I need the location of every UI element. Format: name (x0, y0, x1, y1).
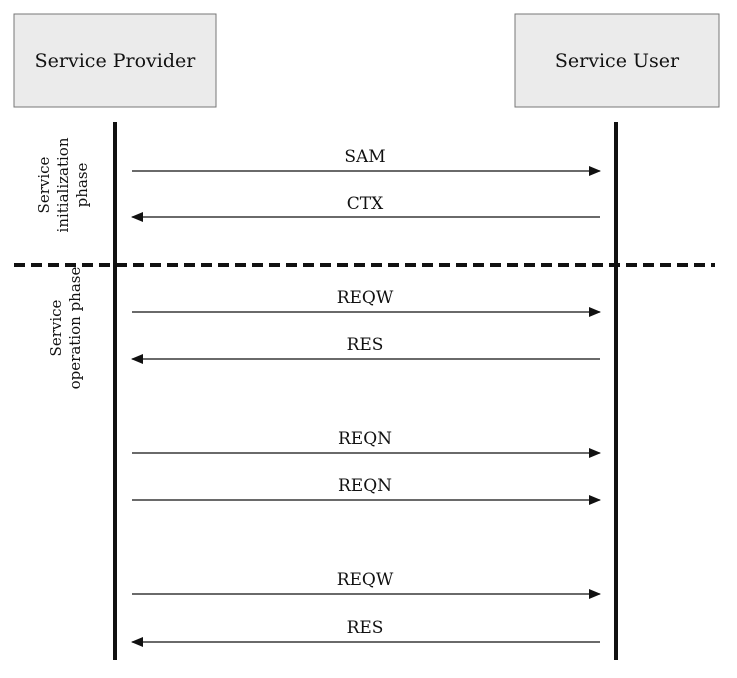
phase-label-line: operation phase (66, 267, 84, 390)
actor-box (514, 13, 720, 108)
message-res-1: RES (131, 335, 600, 364)
message-label: RES (347, 618, 384, 638)
message-label: REQW (337, 570, 394, 590)
phase-label-line: Service (35, 156, 53, 213)
message-res-2: RES (131, 618, 600, 647)
message-reqn-2: REQN (132, 476, 601, 505)
actor-service-provider: Service Provider (13, 13, 217, 108)
message-reqw-1: REQW (132, 288, 601, 317)
message-label: RES (347, 335, 384, 355)
message-ctx: CTX (131, 194, 600, 222)
message-reqw-2: REQW (132, 570, 601, 599)
actor-label-user: Service User (555, 50, 680, 72)
message-label: REQN (338, 476, 392, 496)
actor-label-provider: Service Provider (35, 50, 197, 72)
phase-label-line: Service (47, 299, 65, 356)
phase-label-line: phase (73, 162, 91, 207)
phase-label-operation: Service operation phase (47, 267, 84, 390)
actor-service-user: Service User (514, 13, 720, 108)
message-label: REQN (338, 429, 392, 449)
phase-label-initialization: Service initialization phase (35, 137, 91, 232)
message-label: CTX (347, 194, 384, 214)
message-reqn-1: REQN (132, 429, 601, 458)
actor-box (13, 13, 217, 108)
message-label: REQW (337, 288, 394, 308)
message-label: SAM (344, 147, 385, 167)
message-sam: SAM (132, 147, 601, 176)
phase-label-line: initialization (54, 137, 72, 232)
